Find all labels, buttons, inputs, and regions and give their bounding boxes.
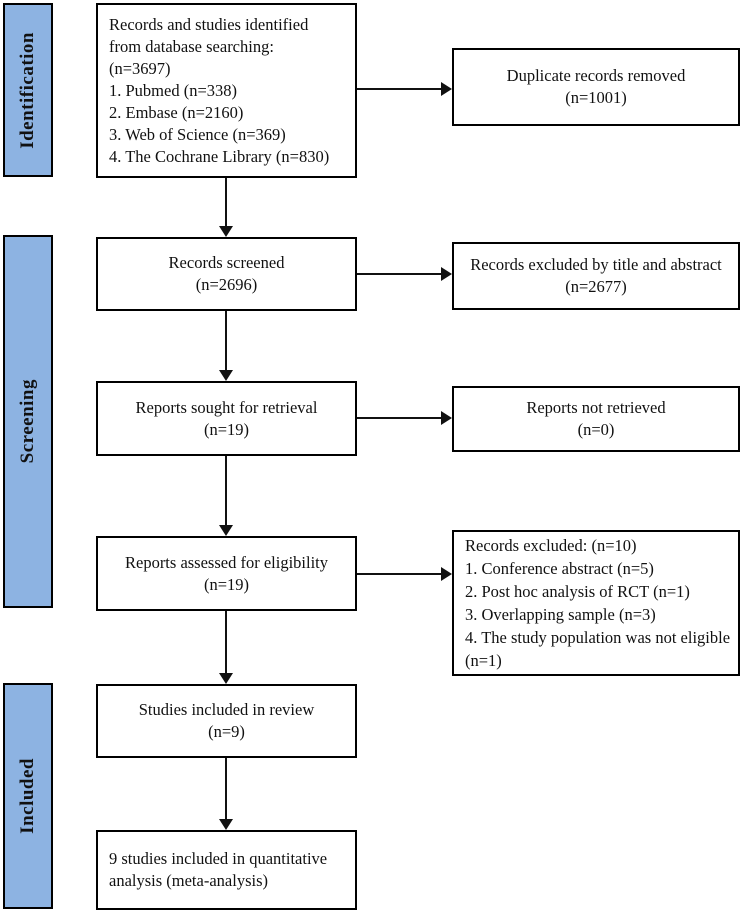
- box-reports-sought: Reports sought for retrieval (n=19): [96, 381, 357, 456]
- box-line: 2. Post hoc analysis of RCT (n=1): [465, 582, 690, 601]
- box-line: Reports sought for retrieval: [135, 397, 318, 417]
- arrow-shaft: [357, 88, 441, 90]
- box-records-screened: Records screened (n=2696): [96, 237, 357, 311]
- box-line: 4. The study population was not eligible…: [465, 628, 731, 670]
- arrow-shaft: [225, 758, 227, 819]
- arrow-down-screened-to-sought: [219, 311, 233, 381]
- box-line: (n=0): [577, 420, 615, 439]
- box-line: (n=2677): [565, 277, 627, 296]
- arrow-head-down-icon: [219, 673, 233, 684]
- arrow-right-assessed-to-excluded: [357, 567, 452, 581]
- box-line: analysis (meta-analysis): [109, 871, 268, 890]
- box-line: from database searching:: [109, 36, 274, 56]
- box-line: 1. Pubmed (n=338): [109, 80, 238, 100]
- box-line: Records excluded by title and abstract: [470, 255, 722, 274]
- arrow-right-sought-to-notretrieved: [357, 411, 452, 425]
- box-line: Records screened: [168, 253, 285, 272]
- box-line: Studies included in review: [138, 700, 315, 719]
- box-line: (n=3697): [109, 58, 171, 78]
- box-records-identified: Records and studies identified from data…: [96, 3, 357, 178]
- arrow-right-screened-to-excluded: [357, 267, 452, 281]
- arrow-shaft: [357, 573, 441, 575]
- arrow-head-down-icon: [219, 226, 233, 237]
- box-line: Duplicate records removed: [506, 66, 686, 85]
- stage-box-included: Included: [3, 683, 53, 909]
- box-line: 3. Overlapping sample (n=3): [465, 605, 656, 624]
- arrow-shaft: [225, 456, 227, 525]
- arrow-down-identified-to-screened: [219, 178, 233, 237]
- box-line: 9 studies included in quantitative: [109, 849, 328, 868]
- arrow-head-right-icon: [441, 267, 452, 281]
- box-line: (n=2696): [195, 275, 258, 294]
- box-line: 1. Conference abstract (n=5): [465, 559, 654, 578]
- box-line: (n=19): [203, 419, 250, 439]
- box-excluded-title-abstract: Records excluded by title and abstract (…: [452, 242, 740, 310]
- arrow-right-identified-to-duplicates: [357, 82, 452, 96]
- arrow-down-sought-to-assessed: [219, 456, 233, 536]
- stage-label-screening: Screening: [17, 379, 38, 464]
- arrow-head-right-icon: [441, 567, 452, 581]
- box-reports-assessed: Reports assessed for eligibility (n=19): [96, 536, 357, 611]
- box-studies-included-review: Studies included in review (n=9): [96, 684, 357, 758]
- box-line: (n=9): [208, 722, 245, 741]
- box-line: Reports not retrieved: [526, 398, 666, 417]
- box-line: Records and studies identified: [109, 14, 309, 34]
- arrow-shaft: [357, 273, 441, 275]
- arrow-down-assessed-to-review: [219, 611, 233, 684]
- arrow-shaft: [225, 178, 227, 226]
- arrow-head-down-icon: [219, 819, 233, 830]
- box-records-excluded-fulltext: Records excluded: (n=10) 1. Conference a…: [452, 530, 740, 676]
- box-duplicates-removed: Duplicate records removed (n=1001): [452, 48, 740, 126]
- arrow-head-down-icon: [219, 525, 233, 536]
- box-line: 2. Embase (n=2160): [109, 102, 244, 122]
- arrow-shaft: [225, 611, 227, 673]
- arrow-shaft: [225, 311, 227, 370]
- box-studies-included-quantitative: 9 studies included in quantitative analy…: [96, 830, 357, 910]
- stage-box-identification: Identification: [3, 3, 53, 177]
- stage-label-included: Included: [17, 758, 38, 834]
- arrow-head-right-icon: [441, 411, 452, 425]
- arrow-down-review-to-quantitative: [219, 758, 233, 830]
- arrow-head-right-icon: [441, 82, 452, 96]
- box-line: (n=1001): [565, 88, 627, 107]
- arrow-head-down-icon: [219, 370, 233, 381]
- box-line: Records excluded: (n=10): [465, 536, 637, 555]
- stage-box-screening: Screening: [3, 235, 53, 608]
- arrow-shaft: [357, 417, 441, 419]
- box-line: 3. Web of Science (n=369): [109, 124, 286, 144]
- box-line: (n=19): [203, 574, 250, 594]
- box-reports-not-retrieved: Reports not retrieved (n=0): [452, 386, 740, 452]
- box-line: Reports assessed for eligibility: [124, 552, 328, 572]
- stage-label-identification: Identification: [17, 31, 38, 149]
- box-line: 4. The Cochrane Library (n=830): [109, 146, 330, 166]
